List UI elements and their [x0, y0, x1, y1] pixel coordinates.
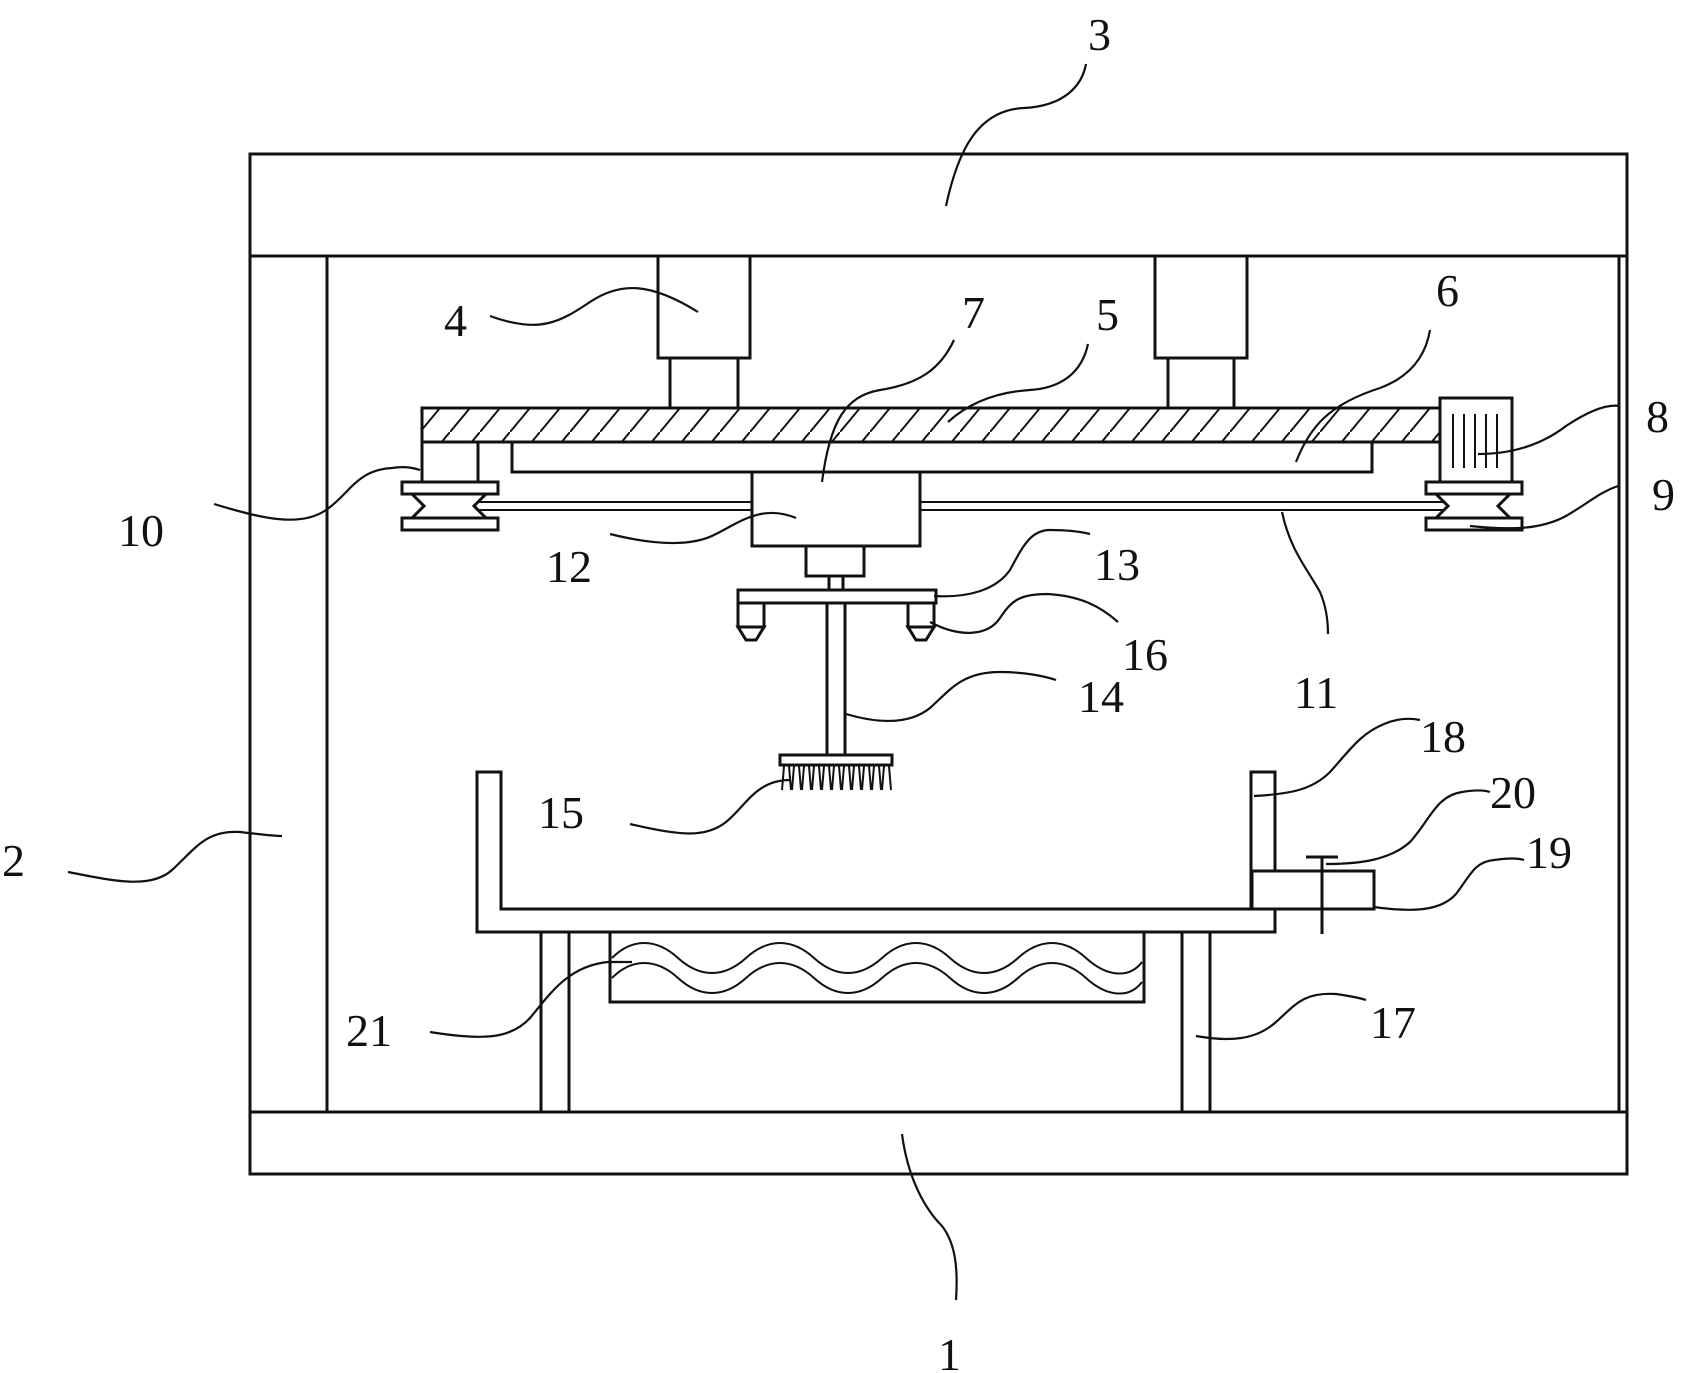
brush-head [780, 755, 892, 765]
cylinder-left-body [658, 256, 750, 358]
top-plate [250, 154, 1627, 256]
brush-bristles [782, 766, 891, 790]
callout-15: 15 [538, 787, 584, 838]
left-pulley-support [422, 442, 478, 482]
leader-19 [1374, 859, 1524, 910]
right-pulley [1426, 482, 1522, 530]
leader-20 [1326, 791, 1490, 865]
callout-6: 6 [1436, 265, 1459, 316]
callout-11: 11 [1294, 667, 1338, 718]
cylinder-left-rod [670, 358, 738, 408]
callout-18: 18 [1420, 711, 1466, 762]
support-leg-left [541, 932, 569, 1112]
lifting-plate [422, 408, 1440, 442]
callout-2: 2 [2, 835, 25, 886]
leader-13 [934, 530, 1090, 596]
leader-11 [1282, 512, 1328, 634]
cylinder-right-rod [1168, 358, 1234, 408]
leader-17 [1196, 994, 1366, 1039]
base-plate [250, 1112, 1627, 1174]
callout-12: 12 [546, 541, 592, 592]
guide-rail [512, 442, 1372, 472]
callout-5: 5 [1096, 289, 1119, 340]
rotary-shaft [829, 576, 843, 590]
nozzle-left [738, 603, 764, 640]
nozzle-right [908, 603, 934, 640]
callout-3: 3 [1088, 9, 1111, 60]
support-leg-right [1182, 932, 1210, 1112]
rotary-disc [738, 590, 936, 603]
leader-21 [430, 962, 632, 1037]
callout-1: 1 [938, 1329, 961, 1373]
slider-block [752, 472, 920, 546]
callout-9: 9 [1652, 469, 1675, 520]
callout-16: 16 [1122, 629, 1168, 680]
rotary-motor [806, 546, 864, 576]
leader-14 [846, 672, 1056, 721]
belt [450, 502, 1462, 510]
callout-10: 10 [118, 505, 164, 556]
callout-14: 14 [1078, 671, 1124, 722]
callout-13: 13 [1094, 539, 1140, 590]
leader-15 [630, 780, 790, 834]
callout-17: 17 [1370, 997, 1416, 1048]
leader-18 [1254, 719, 1420, 796]
callout-21: 21 [346, 1005, 392, 1056]
brush-rod [827, 603, 845, 755]
drain-pipe [1252, 871, 1374, 909]
callout-7: 7 [962, 287, 985, 338]
cylinder-right-body [1155, 256, 1247, 358]
callout-4: 4 [444, 295, 467, 346]
callout-19: 19 [1526, 827, 1572, 878]
callout-20: 20 [1490, 767, 1536, 818]
left-pulley [402, 482, 498, 530]
right-side-wall [1619, 256, 1627, 1112]
callout-8: 8 [1646, 391, 1669, 442]
left-side-wall [250, 256, 327, 1112]
tray [477, 772, 1275, 932]
leader-16 [930, 594, 1118, 633]
